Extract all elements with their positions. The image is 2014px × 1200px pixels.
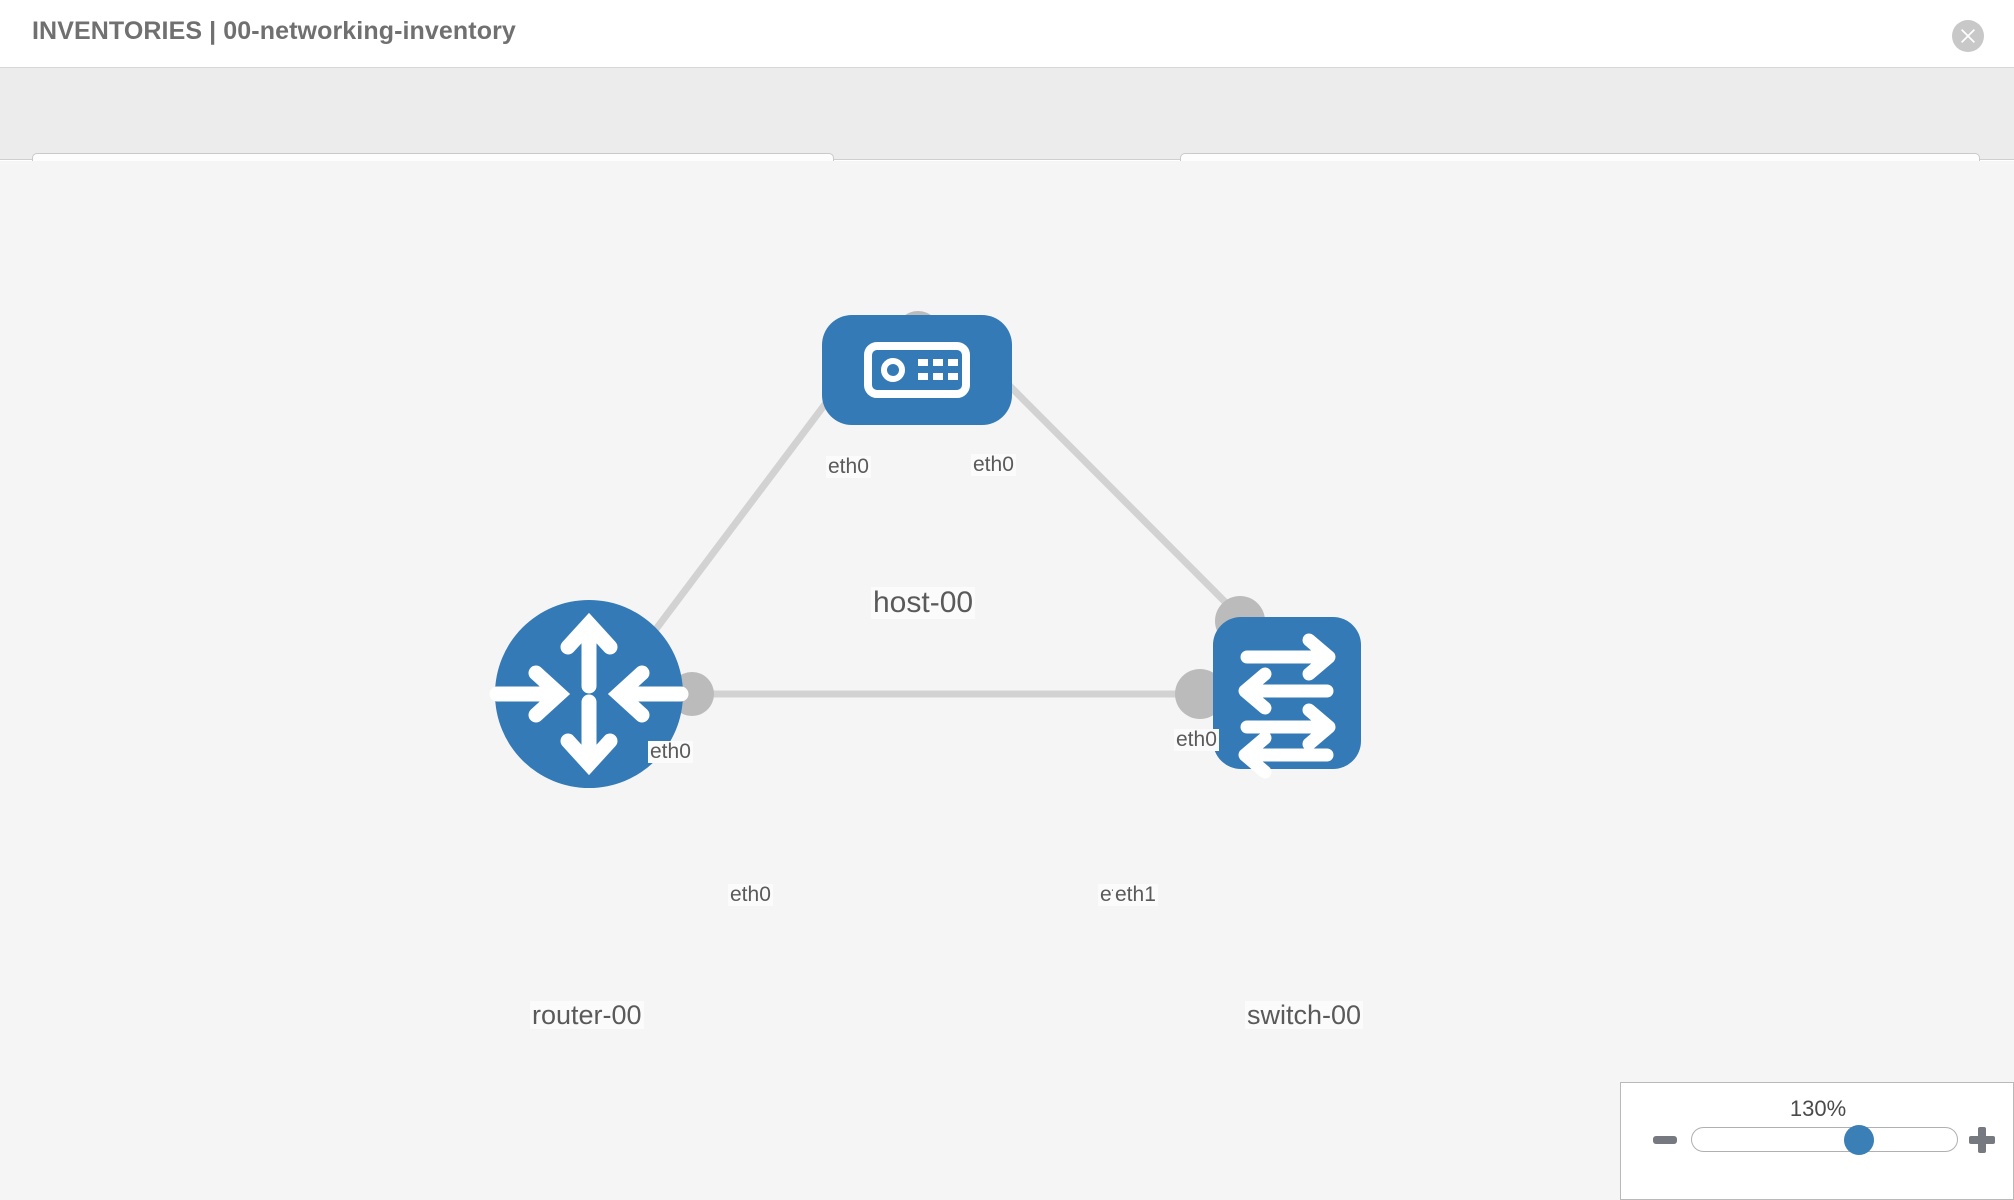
iface-label-router00-eth0: eth0 [728, 883, 773, 907]
zoom-slider-track[interactable] [1691, 1127, 1958, 1152]
zoom-control-panel: 130% [1620, 1082, 2014, 1200]
zoom-level-value: 130% [1789, 1096, 1847, 1121]
node-label-host-00: host-00 [871, 586, 976, 619]
zoom-slider-thumb[interactable] [1844, 1125, 1875, 1155]
node-label-router-00: router-00 [530, 1000, 644, 1030]
toolbar: ACTIONS SEARCH [0, 68, 2014, 204]
page-header: INVENTORIES | 00-networking-inventory [0, 0, 2014, 68]
node-switch-00 [1213, 617, 1361, 779]
iface-label-host00-left: eth0 [826, 455, 871, 479]
topology-graph [489, 311, 1361, 788]
node-router-00 [489, 600, 689, 788]
endpoint-switch00-left [1175, 669, 1225, 719]
page-title: INVENTORIES | 00-networking-inventory [32, 17, 516, 45]
zoom-in-button[interactable] [1969, 1127, 1995, 1153]
node-label-switch-00: switch-00 [1245, 1000, 1364, 1030]
iface-label-switch00-uplink: eth0 [1174, 728, 1219, 752]
topology-canvas[interactable]: host-00 router-00 switch-00 eth0 eth0 et… [0, 161, 2014, 1200]
zoom-out-button[interactable] [1653, 1136, 1677, 1144]
close-icon[interactable] [1952, 20, 1984, 52]
iface-label-router00-uplink: eth0 [648, 740, 693, 764]
iface-label-host00-right: eth0 [971, 453, 1016, 477]
node-host-00 [822, 315, 1012, 425]
iface-label-switch00-eth1: eth1 [1113, 883, 1158, 907]
